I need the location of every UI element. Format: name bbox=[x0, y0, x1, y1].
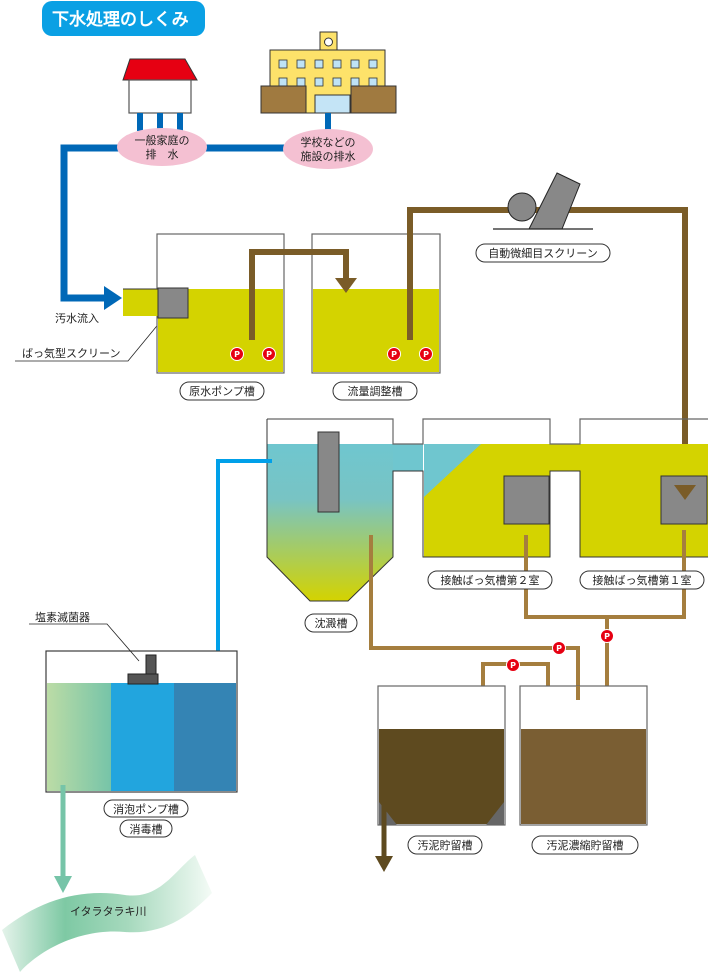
river-label: イタラタラキ川 bbox=[70, 905, 147, 918]
sludge-pumps: P P P bbox=[506, 629, 614, 672]
svg-text:汚泥濃縮貯留槽: 汚泥濃縮貯留槽 bbox=[547, 838, 624, 852]
auto-fine-screen-machine bbox=[493, 172, 593, 230]
chlorinator-label: 塩素滅菌器 bbox=[35, 610, 90, 624]
svg-text:自動微細目スクリーン: 自動微細目スクリーン bbox=[488, 246, 597, 260]
sludge-thickening-tank bbox=[519, 685, 648, 826]
pump-icon: P bbox=[552, 641, 566, 655]
transfer-pipe bbox=[249, 249, 349, 340]
page-title: 下水処理のしくみ bbox=[52, 9, 189, 30]
svg-text:P: P bbox=[391, 350, 397, 359]
svg-text:一般家庭の: 一般家庭の bbox=[135, 133, 190, 147]
svg-text:P: P bbox=[234, 350, 240, 359]
pump-icon: P bbox=[230, 347, 244, 361]
arrow-down-icon bbox=[335, 278, 357, 293]
label-sedimentation-tank: 沈澱槽 bbox=[304, 613, 358, 633]
svg-text:P: P bbox=[604, 632, 610, 641]
label-flow-adjust-tank: 流量調整槽 bbox=[332, 381, 418, 401]
label-disinfection-tank: 消毒槽 bbox=[119, 819, 173, 838]
svg-text:流量調整槽: 流量調整槽 bbox=[348, 384, 403, 398]
school-building-icon bbox=[260, 31, 397, 131]
arrow-down-icon bbox=[375, 856, 393, 872]
sewage-pipe bbox=[60, 144, 285, 302]
river: イタラタラキ川 bbox=[2, 855, 212, 972]
disinfection-tank bbox=[45, 650, 238, 793]
label-contact-aeration-2: 接触ばっ気槽第２室 bbox=[427, 570, 553, 590]
label-defoam-pump-tank: 消泡ポンプ槽 bbox=[103, 799, 189, 818]
svg-text:沈澱槽: 沈澱槽 bbox=[315, 616, 348, 630]
label-sludge-storage: 汚泥貯留槽 bbox=[407, 835, 483, 855]
chlorinator-icon bbox=[127, 654, 159, 685]
svg-text:P: P bbox=[266, 350, 272, 359]
pumps: P P P P bbox=[230, 347, 433, 361]
school-drain-bubble: 学校などの 施設の排水 bbox=[283, 129, 373, 169]
inlet-channel bbox=[123, 289, 158, 316]
pump-icon: P bbox=[262, 347, 276, 361]
pump-icon: P bbox=[387, 347, 401, 361]
svg-text:汚泥貯留槽: 汚泥貯留槽 bbox=[418, 839, 473, 852]
svg-text:学校などの: 学校などの bbox=[301, 135, 356, 149]
svg-text:P: P bbox=[423, 350, 429, 359]
flow-adjust-tank bbox=[311, 233, 441, 374]
svg-text:消毒槽: 消毒槽 bbox=[130, 822, 163, 836]
svg-text:原水ポンプ槽: 原水ポンプ槽 bbox=[189, 385, 255, 398]
svg-text:施設の排水: 施設の排水 bbox=[301, 149, 356, 163]
aeration-screen bbox=[157, 287, 189, 319]
aeration-screen-label: ばっ気型スクリーン bbox=[22, 346, 120, 360]
svg-text:排 水: 排 水 bbox=[146, 147, 179, 161]
arrow-down-icon bbox=[674, 485, 696, 500]
svg-text:接触ばっ気槽第２室: 接触ばっ気槽第２室 bbox=[441, 573, 540, 587]
title-badge: 下水処理のしくみ bbox=[42, 1, 205, 36]
pump-icon: P bbox=[506, 658, 520, 672]
discharge-arrow-icon bbox=[54, 876, 72, 893]
pump-icon: P bbox=[419, 347, 433, 361]
sludge-storage-tank bbox=[377, 685, 506, 826]
label-sludge-thickening: 汚泥濃縮貯留槽 bbox=[531, 835, 639, 855]
svg-text:接触ばっ気槽第１室: 接触ばっ気槽第１室 bbox=[593, 573, 692, 587]
household-drain-bubble: 一般家庭の 排 水 bbox=[117, 128, 207, 166]
svg-text:P: P bbox=[556, 644, 562, 653]
label-contact-aeration-1: 接触ばっ気槽第１室 bbox=[579, 570, 705, 590]
treated-water-pipe bbox=[216, 459, 272, 665]
inflow-label: 汚水流入 bbox=[55, 311, 99, 325]
sedimentation-and-aeration-tanks bbox=[266, 418, 708, 602]
svg-text:消泡ポンプ槽: 消泡ポンプ槽 bbox=[113, 802, 179, 816]
house-icon bbox=[122, 58, 198, 131]
label-raw-pump-tank: 原水ポンプ槽 bbox=[179, 381, 265, 401]
pump-icon: P bbox=[600, 629, 614, 643]
inflow-arrow-icon bbox=[104, 286, 122, 310]
label-auto-fine-screen: 自動微細目スクリーン bbox=[475, 243, 611, 263]
svg-text:P: P bbox=[510, 661, 516, 670]
